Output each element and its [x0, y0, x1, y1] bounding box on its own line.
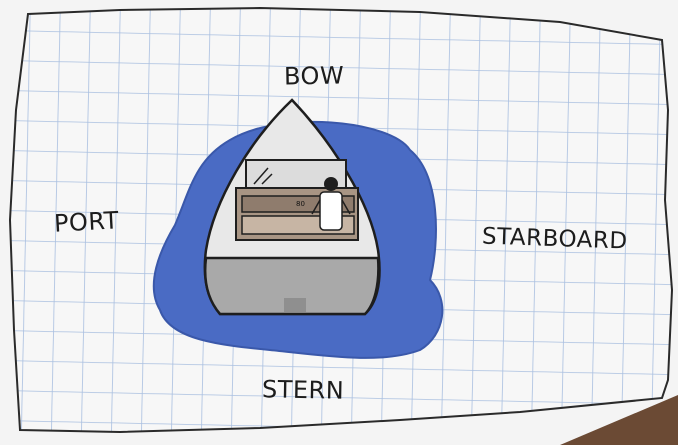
console-gauge-label: 80 [296, 200, 305, 208]
label-bow: BOW [284, 61, 345, 90]
label-port: PORT [53, 206, 119, 237]
label-starboard: STARBOARD [482, 223, 628, 254]
outboard-motor [284, 298, 306, 312]
label-stern: STERN [262, 375, 345, 404]
